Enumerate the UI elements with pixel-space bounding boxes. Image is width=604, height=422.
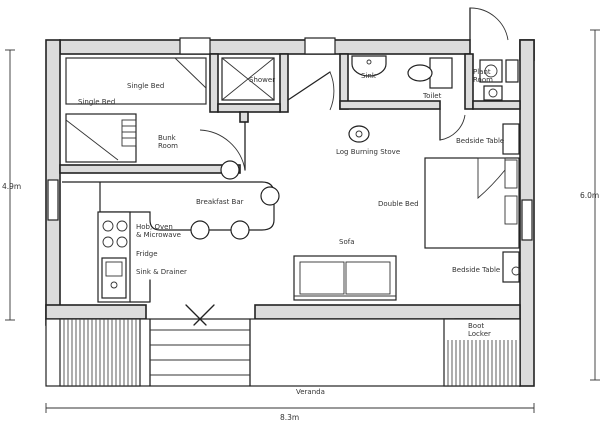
label-double-bed: Double Bed [378, 200, 419, 208]
dimension-lines [5, 29, 600, 413]
double-bed [424, 123, 521, 283]
label-shower: Shower [249, 76, 275, 84]
breakfast-bar [62, 160, 280, 240]
label-bedside-table-bottom: Bedside Table [452, 266, 500, 274]
label-toilet: Toilet [422, 92, 442, 100]
bunk-beds [65, 57, 207, 163]
veranda [45, 304, 521, 387]
label-sink-drainer: Sink & Drainer [136, 268, 187, 276]
interior-walls [59, 53, 521, 174]
plant-room-equipment [479, 59, 519, 101]
label-single-bed-top: Single Bed [127, 82, 164, 90]
bathroom-sink [351, 55, 387, 77]
dimension-right-height: 6.0m [580, 191, 599, 200]
label-breakfast-bar: Breakfast Bar [196, 198, 244, 206]
label-bedside-table-top: Bedside Table [456, 137, 504, 145]
sofa [293, 255, 397, 301]
dimension-left-height: 4.9m [2, 182, 21, 191]
label-single-bed-left: Single Bed [78, 98, 115, 106]
label-log-burning-stove: Log Burning Stove [336, 148, 400, 156]
outer-walls [45, 7, 535, 387]
log-burning-stove [348, 125, 370, 143]
label-sofa: Sofa [339, 238, 354, 246]
toilet-fixture [407, 57, 453, 89]
label-sink: Sink [361, 72, 377, 80]
doors [199, 71, 466, 171]
label-veranda: Veranda [296, 388, 325, 396]
kitchen-units [97, 211, 151, 303]
label-fridge: Fridge [136, 250, 158, 258]
label-hob-oven: Hob, Oven& Microwave [136, 223, 181, 239]
shower [221, 57, 275, 101]
dimension-width: 8.3m [280, 413, 299, 422]
